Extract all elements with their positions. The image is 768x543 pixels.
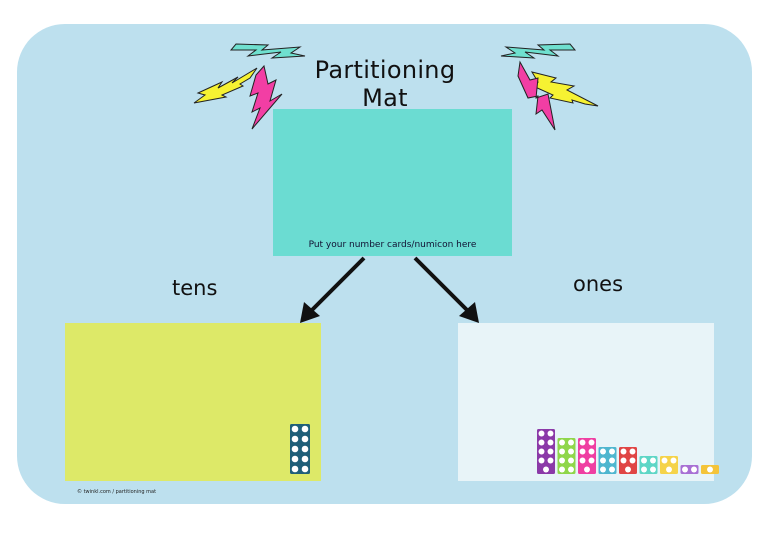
arrow-to-tens-icon: [300, 256, 366, 323]
numicon-piece-7: [578, 438, 596, 474]
tens-drop-zone[interactable]: [65, 323, 321, 481]
numicon-piece-6: [598, 447, 617, 474]
numicon-piece-1: [701, 465, 719, 474]
lightning-icon-left-pink: [249, 64, 283, 130]
mat-title: Partitioning Mat: [314, 56, 456, 112]
numicon-piece-8: [557, 438, 576, 474]
numicon-piece-4: [639, 456, 658, 474]
number-card-drop-zone[interactable]: Put your number cards/numicon here: [273, 109, 512, 256]
arrow-to-ones-icon: [413, 256, 479, 323]
numicon-ten-piece: [290, 424, 310, 474]
numicon-piece-2: [680, 465, 699, 474]
lightning-icon-right-teal: [500, 43, 577, 59]
numicon-piece-3: [660, 456, 678, 474]
tens-label: tens: [172, 276, 218, 300]
lightning-icon-left-teal: [229, 43, 306, 59]
copyright-text: © twinkl.com / partitioning mat: [77, 489, 157, 495]
lightning-icon-right-pink: [517, 60, 556, 131]
numicon-piece-9: [537, 429, 555, 474]
numicon-piece-5: [619, 447, 637, 474]
lightning-icon-left-yellow: [193, 67, 258, 104]
drop-zone-caption: Put your number cards/numicon here: [308, 240, 477, 250]
ones-label: ones: [573, 272, 624, 296]
